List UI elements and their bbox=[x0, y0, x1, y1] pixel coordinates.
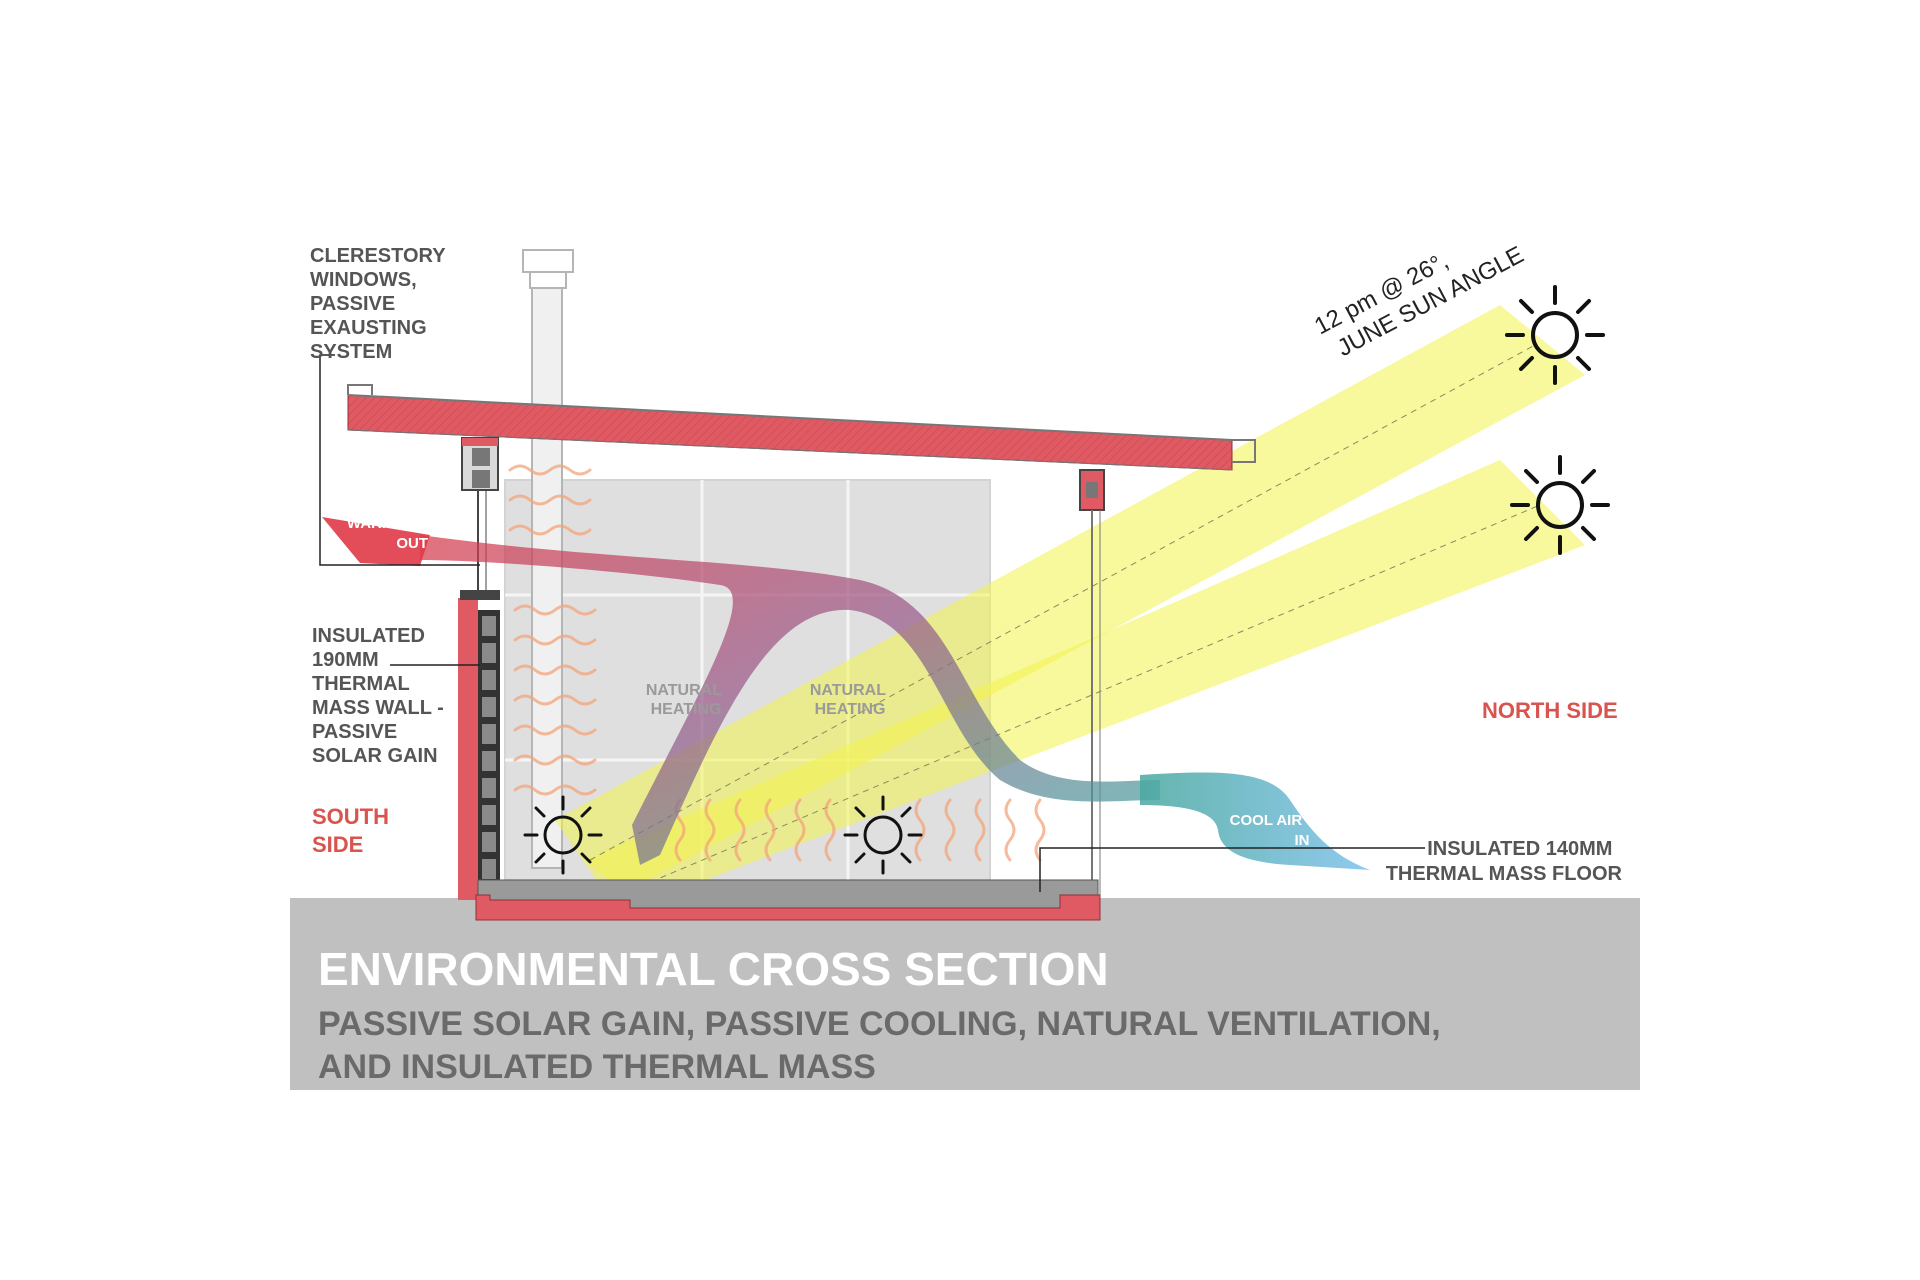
diagram-subtitle-line-2: AND INSULATED THERMAL MASS bbox=[318, 1048, 876, 1086]
diagram-subtitle-line-1: PASSIVE SOLAR GAIN, PASSIVE COOLING, NAT… bbox=[318, 1005, 1441, 1043]
ground-band bbox=[290, 898, 1640, 1090]
thermal-wall-label: INSULATED 190MM THERMAL MASS WALL - PASS… bbox=[312, 625, 449, 767]
warm-air-arrowhead bbox=[322, 517, 430, 566]
thermal-mass-wall bbox=[458, 590, 500, 900]
air-flow-arrow bbox=[420, 535, 1160, 865]
south-side-label: SOUTH SIDE bbox=[312, 804, 395, 857]
thermal-floor-label: INSULATED 140MM THERMAL MASS FLOOR bbox=[1386, 838, 1623, 885]
leader-lines bbox=[319, 354, 1425, 892]
natural-heating-label-1: NATURAL HEATING bbox=[646, 682, 726, 718]
thermal-mass-floor bbox=[475, 879, 1101, 921]
natural-heating-label-2: NATURAL HEATING bbox=[810, 682, 890, 718]
sun-upper bbox=[1505, 285, 1605, 385]
cool-air-arrow bbox=[1140, 772, 1370, 870]
cool-air-label: COOL AIR IN bbox=[1230, 812, 1310, 849]
sun-lower bbox=[1510, 455, 1610, 555]
interior-sun-right bbox=[843, 795, 923, 875]
warm-air-label: WARM AIR OUT bbox=[347, 515, 428, 552]
north-side-label: NORTH SIDE bbox=[1482, 698, 1618, 723]
diagram-title: ENVIRONMENTAL CROSS SECTION bbox=[318, 943, 1109, 995]
clerestory-window bbox=[461, 437, 499, 600]
flue-pipe bbox=[522, 249, 574, 869]
clerestory-label: CLERESTORY WINDOWS, PASSIVE EXAUSTING SY… bbox=[310, 245, 451, 363]
interior-sun-left bbox=[523, 795, 603, 875]
sunbeam-upper bbox=[555, 305, 1585, 900]
north-wall-post bbox=[1079, 469, 1105, 895]
sunbeam-lower bbox=[585, 460, 1585, 905]
